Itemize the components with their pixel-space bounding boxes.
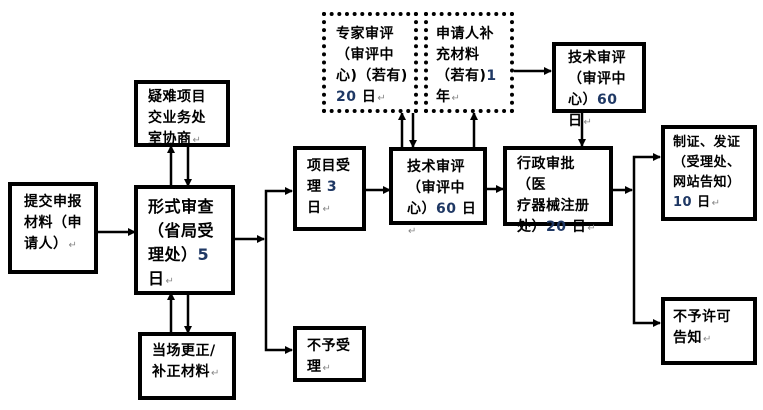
node-line: 10 日↵ bbox=[673, 193, 747, 214]
node-line: 材料（申 bbox=[24, 215, 82, 231]
node-text: 理 bbox=[307, 359, 322, 375]
node-line: 室协商↵ bbox=[148, 129, 220, 151]
return-mark-icon: ↵ bbox=[587, 223, 597, 234]
return-mark-icon: ↵ bbox=[451, 93, 461, 104]
node-text: 10 日 bbox=[673, 195, 711, 210]
node-text: 理处）5 日 bbox=[148, 245, 210, 288]
node-line: 告知↵ bbox=[673, 328, 747, 350]
node-line: （若有)1 bbox=[436, 68, 497, 84]
node-text: 室协商 bbox=[148, 131, 192, 147]
node-text: 处）20 日 bbox=[517, 219, 587, 235]
node-line: 心）60 日 ↵ bbox=[407, 199, 477, 242]
node-line: 理处）5 日↵ bbox=[148, 243, 225, 294]
node-line: 不予许可 bbox=[673, 309, 731, 325]
node-deny-notice: 不予许可 告知↵ bbox=[661, 297, 757, 365]
node-tech-review-2: 技术审评 （审评中 心）60 日↵ bbox=[552, 42, 646, 129]
return-mark-icon: ↵ bbox=[583, 117, 593, 128]
node-line: 请人）↵ bbox=[24, 234, 88, 256]
return-mark-icon: ↵ bbox=[703, 334, 712, 345]
node-line: 技术审评 bbox=[407, 159, 465, 175]
node-line: 理↵ bbox=[307, 357, 356, 379]
node-line: 疑难项目 bbox=[148, 89, 206, 105]
node-line: 交业务处 bbox=[148, 110, 206, 126]
return-mark-icon: ↵ bbox=[68, 240, 78, 251]
node-expert-review: 专家审评 （审评中 心)（若有) 20 日↵ bbox=[322, 12, 418, 113]
node-line: 项目受 bbox=[307, 158, 351, 174]
node-line: 当场更正/ bbox=[152, 343, 216, 359]
node-line: （审评中 bbox=[407, 180, 465, 196]
node-text: 理 3 日 bbox=[307, 179, 338, 216]
node-project-accept: 项目受 理 3 日↵ bbox=[293, 146, 366, 231]
node-line: 行政审批（医 bbox=[517, 156, 575, 193]
node-text: 20 日 bbox=[336, 89, 377, 105]
node-correction: 当场更正/ 补正材料↵ bbox=[138, 332, 236, 400]
node-line: 年↵ bbox=[436, 87, 504, 109]
node-line: 补正材料↵ bbox=[152, 362, 226, 384]
node-line: （审评中 bbox=[336, 47, 394, 63]
node-line: 制证、发证 bbox=[673, 135, 741, 150]
node-submit-materials: 提交申报 材料（申 请人）↵ bbox=[8, 182, 98, 274]
node-text: 告知 bbox=[673, 330, 702, 346]
node-line: 申请人补 bbox=[436, 26, 494, 42]
node-text: 年 bbox=[436, 89, 451, 105]
edge-branch-to-issue bbox=[632, 153, 661, 190]
node-line: 20 日↵ bbox=[336, 87, 408, 109]
edge-branch-to-deny bbox=[632, 190, 661, 327]
node-line: 专家审评 bbox=[336, 26, 394, 42]
node-line: 形式审查 bbox=[148, 197, 215, 216]
node-line: 充材料 bbox=[436, 47, 480, 63]
node-tech-review-1: 技术审评 （审评中 心）60 日 ↵ bbox=[389, 147, 487, 237]
node-text: 心）60 日 bbox=[407, 201, 477, 217]
return-mark-icon: ↵ bbox=[165, 276, 175, 287]
node-line: （受理处、 bbox=[673, 155, 741, 170]
node-line: （审评中 bbox=[568, 71, 626, 87]
node-line: 不予受 bbox=[307, 338, 351, 354]
node-line: 疗器械注册 bbox=[517, 198, 590, 214]
node-line: 技术审评 bbox=[568, 50, 626, 66]
edge-branch-to-accept bbox=[264, 187, 293, 239]
node-line: 心）60 日↵ bbox=[568, 90, 636, 133]
node-line: 心)（若有) bbox=[336, 68, 408, 84]
node-admin-approval: 行政审批（医 疗器械注册 处）20 日↵ bbox=[503, 146, 613, 235]
return-mark-icon: ↵ bbox=[377, 93, 387, 104]
return-mark-icon: ↵ bbox=[211, 368, 220, 379]
node-difficult-project: 疑难项目 交业务处 室协商↵ bbox=[134, 80, 230, 147]
node-text: 心）60 日 bbox=[568, 92, 618, 129]
node-issue-certificate: 制证、发证 （受理处、 网站告知） 10 日↵ bbox=[661, 125, 757, 221]
node-text: 补正材料 bbox=[152, 364, 210, 380]
return-mark-icon: ↵ bbox=[322, 363, 332, 374]
return-mark-icon: ↵ bbox=[322, 204, 332, 215]
node-line: 处）20 日↵ bbox=[517, 217, 603, 239]
node-line: 网站告知） bbox=[673, 175, 741, 190]
node-line: 提交申报 bbox=[24, 194, 82, 210]
node-applicant-supplement: 申请人补 充材料 （若有)1 年↵ bbox=[424, 12, 514, 113]
node-line: 理 3 日↵ bbox=[307, 177, 356, 220]
node-reject-accept: 不予受 理↵ bbox=[293, 326, 366, 382]
return-mark-icon: ↵ bbox=[408, 226, 417, 237]
return-mark-icon: ↵ bbox=[192, 135, 202, 146]
node-line: （省局受 bbox=[148, 221, 215, 240]
node-formal-review: 形式审查 （省局受 理处）5 日↵ bbox=[134, 185, 235, 295]
node-text: 请人） bbox=[24, 236, 68, 252]
edge-branch-to-reject bbox=[264, 239, 293, 354]
return-mark-icon: ↵ bbox=[711, 198, 721, 209]
